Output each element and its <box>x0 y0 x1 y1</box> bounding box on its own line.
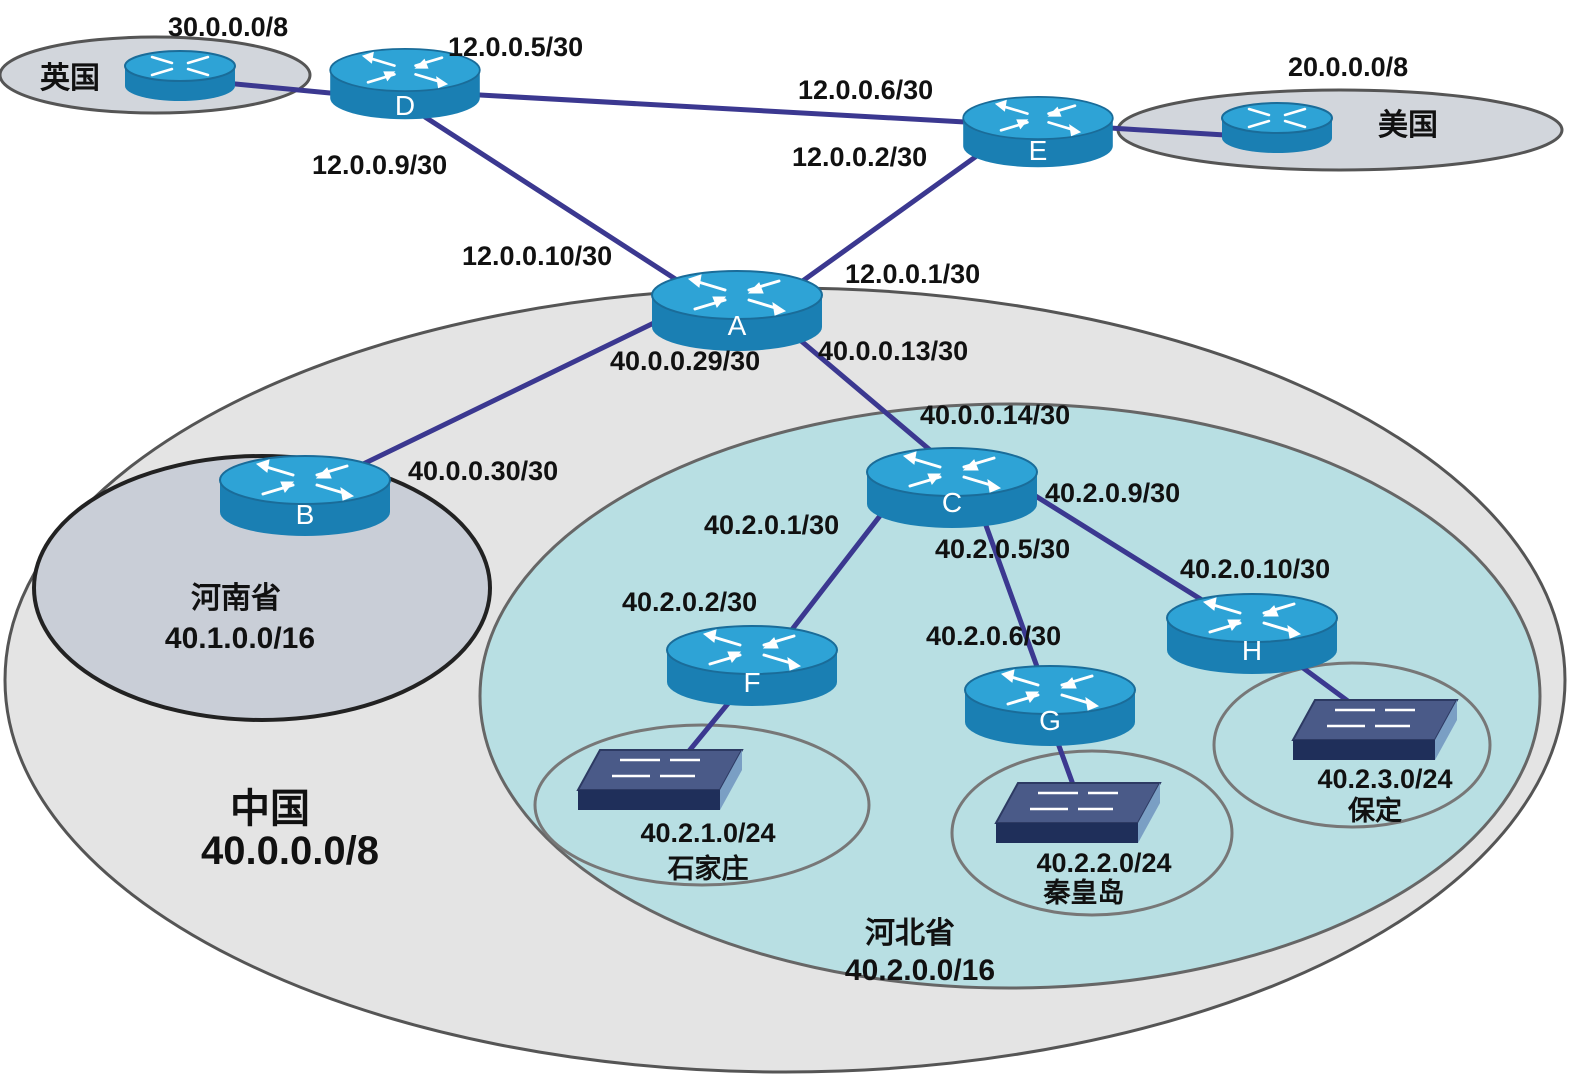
router-uk[interactable] <box>123 49 237 103</box>
china-net: 40.0.0.0/8 <box>201 829 379 873</box>
switch-qinhuangdao[interactable] <box>994 781 1162 845</box>
link-a-c <box>797 337 933 453</box>
ip-b-a: 40.0.0.30/30 <box>408 456 558 486</box>
router-d[interactable]: D <box>328 47 482 121</box>
ip-a-c: 40.0.0.13/30 <box>818 336 968 366</box>
ip-e-a: 12.0.0.2/30 <box>792 142 927 172</box>
link-c-h <box>1007 477 1213 608</box>
ip-f-c: 40.2.0.2/30 <box>622 587 757 617</box>
ip-c-g: 40.2.0.5/30 <box>935 534 1070 564</box>
router-f[interactable]: F <box>665 624 839 708</box>
ip-d-e: 12.0.0.5/30 <box>448 32 583 62</box>
shijiazhuang-region <box>533 723 871 887</box>
uk-name: 英国 <box>40 62 100 95</box>
router-c[interactable]: C <box>865 446 1039 530</box>
ip-a-d: 12.0.0.10/30 <box>462 241 612 271</box>
henan-name: 河南省 <box>191 582 281 615</box>
router-b-label: B <box>296 499 315 530</box>
qinhuangdao-region <box>950 749 1234 917</box>
link-d-a <box>422 114 703 298</box>
qinhuangdao-name: 秦皇岛 <box>1043 877 1125 908</box>
router-e-label: E <box>1029 135 1048 166</box>
link-d-e <box>477 92 968 125</box>
router-b[interactable]: B <box>218 454 392 538</box>
baoding-name: 保定 <box>1347 795 1402 826</box>
shijiazhuang-name: 石家庄 <box>667 853 749 884</box>
router-f-label: F <box>743 667 760 698</box>
ip-c-h: 40.2.0.9/30 <box>1045 478 1180 508</box>
us-region <box>1116 88 1564 172</box>
router-h[interactable]: H <box>1165 592 1339 676</box>
henan-net: 40.1.0.0/16 <box>165 622 315 655</box>
hebei-net: 40.2.0.0/16 <box>845 954 995 987</box>
router-g-label: G <box>1039 705 1061 736</box>
ip-h-c: 40.2.0.10/30 <box>1180 554 1330 584</box>
china-name: 中国 <box>230 787 310 831</box>
baoding-net: 40.2.3.0/24 <box>1317 764 1452 794</box>
link-e-a <box>787 147 988 293</box>
switch-shijiazhuang[interactable] <box>576 748 744 812</box>
shijiazhuang-net: 40.2.1.0/24 <box>640 818 775 848</box>
router-e[interactable]: E <box>961 95 1115 169</box>
router-a[interactable]: A <box>650 269 824 353</box>
router-a-label: A <box>728 310 747 341</box>
ip-e-d: 12.0.0.6/30 <box>798 75 933 105</box>
router-d-label: D <box>395 90 415 121</box>
router-g[interactable]: G <box>963 664 1137 748</box>
ip-a-b: 40.0.0.29/30 <box>610 346 760 376</box>
ip-c-f: 40.2.0.1/30 <box>704 510 839 540</box>
router-c-label: C <box>942 487 962 518</box>
ip-g-c: 40.2.0.6/30 <box>926 621 1061 651</box>
router-us[interactable] <box>1220 101 1334 155</box>
switch-baoding[interactable] <box>1291 698 1459 762</box>
baoding-region <box>1212 661 1492 829</box>
link-e-us <box>1107 125 1228 138</box>
ip-a-e: 12.0.0.1/30 <box>845 259 980 289</box>
uk-net: 30.0.0.0/8 <box>168 12 288 42</box>
us-name: 美国 <box>1378 108 1438 142</box>
link-a-b <box>352 317 663 471</box>
qinhuangdao-net: 40.2.2.0/24 <box>1036 848 1171 878</box>
us-net: 20.0.0.0/8 <box>1288 52 1408 82</box>
hebei-name: 河北省 <box>865 917 955 950</box>
router-h-label: H <box>1242 635 1262 666</box>
ip-d-a: 12.0.0.9/30 <box>312 150 447 180</box>
ip-c-a: 40.0.0.14/30 <box>920 400 1070 430</box>
